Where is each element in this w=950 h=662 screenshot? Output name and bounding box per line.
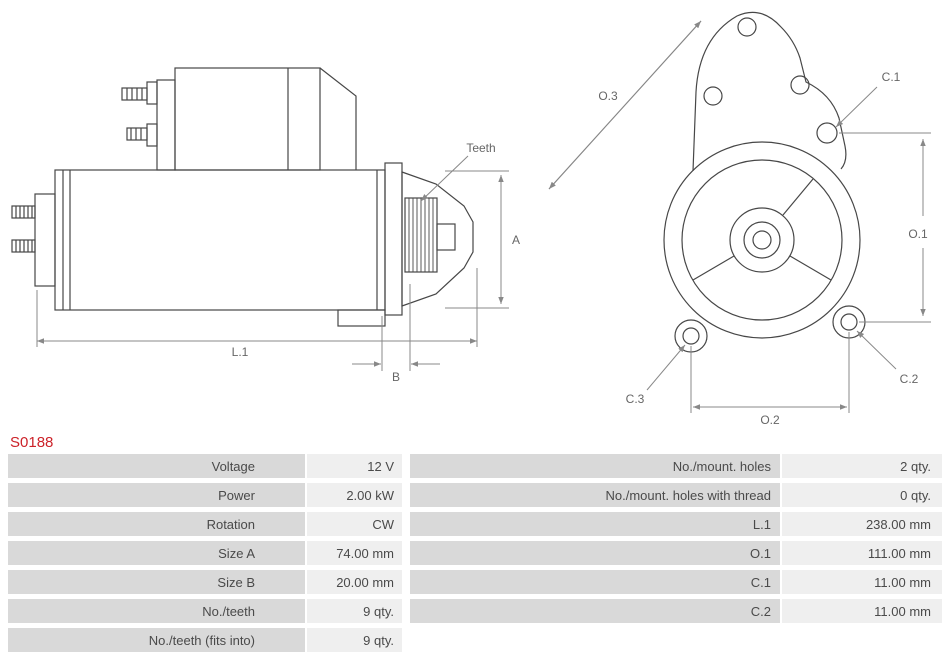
spec-row: O.1 111.00 mm bbox=[410, 541, 942, 565]
top-bracket-outline bbox=[692, 11, 847, 172]
spec-label: C.1 bbox=[410, 570, 780, 594]
hub-spokes bbox=[692, 178, 832, 281]
spec-row: C.2 11.00 mm bbox=[410, 599, 942, 623]
spec-label: L.1 bbox=[410, 512, 780, 536]
motor-body bbox=[34, 169, 386, 327]
spec-label: O.1 bbox=[410, 541, 780, 565]
spec-value: 11.00 mm bbox=[782, 570, 942, 594]
spec-label: No./teeth (fits into) bbox=[8, 628, 305, 652]
spec-label: Rotation bbox=[8, 512, 305, 536]
spec-table-right: No./mount. holes 2 qty. No./mount. holes… bbox=[410, 454, 942, 628]
spec-value: 74.00 mm bbox=[307, 541, 402, 565]
dim-label-b: B bbox=[392, 370, 400, 384]
front-view-dimensions bbox=[548, 20, 931, 413]
side-view-dimensions bbox=[36, 155, 509, 371]
mount-hole-c2 bbox=[840, 313, 858, 331]
spec-value: 0 qty. bbox=[782, 483, 942, 507]
dim-label-teeth: Teeth bbox=[466, 141, 495, 155]
spec-row: L.1 238.00 mm bbox=[410, 512, 942, 536]
spec-table-left: Voltage 12 V Power 2.00 kW Rotation CW S… bbox=[8, 454, 402, 657]
spec-value: 111.00 mm bbox=[782, 541, 942, 565]
dim-c1 bbox=[835, 86, 878, 128]
spec-value: 20.00 mm bbox=[307, 570, 402, 594]
spec-value: 2.00 kW bbox=[307, 483, 402, 507]
spec-row: No./mount. holes 2 qty. bbox=[410, 454, 942, 478]
dim-o2 bbox=[690, 332, 850, 413]
solenoid-body bbox=[156, 67, 357, 171]
spec-label: Size A bbox=[8, 541, 305, 565]
dim-o3 bbox=[548, 20, 702, 190]
spec-label: No./mount. holes bbox=[410, 454, 780, 478]
spec-tables: Voltage 12 V Power 2.00 kW Rotation CW S… bbox=[0, 454, 950, 657]
spec-value: CW bbox=[307, 512, 402, 536]
dim-c3 bbox=[646, 344, 686, 391]
front-view-drawing bbox=[663, 11, 866, 353]
dim-l1 bbox=[36, 268, 478, 347]
side-view-drawing bbox=[11, 67, 474, 327]
spec-row: C.1 11.00 mm bbox=[410, 570, 942, 594]
spec-value: 238.00 mm bbox=[782, 512, 942, 536]
dim-label-c2: C.2 bbox=[900, 372, 919, 386]
center-hub bbox=[729, 207, 795, 273]
dim-c2 bbox=[856, 330, 897, 370]
dim-label-c1: C.1 bbox=[882, 70, 901, 84]
diagram-area: Teeth A L.1 B bbox=[11, 11, 931, 427]
spec-row: No./teeth (fits into) 9 qty. bbox=[8, 628, 402, 652]
dim-label-o3: O.3 bbox=[598, 89, 618, 103]
dim-label-l1: L.1 bbox=[232, 345, 249, 359]
spec-value: 12 V bbox=[307, 454, 402, 478]
spec-row: No./teeth 9 qty. bbox=[8, 599, 402, 623]
spec-label: No./teeth bbox=[8, 599, 305, 623]
spec-value: 9 qty. bbox=[307, 628, 402, 652]
mount-hole-c1 bbox=[816, 122, 838, 144]
technical-drawing: Teeth A L.1 B bbox=[11, 11, 931, 427]
spec-row: Voltage 12 V bbox=[8, 454, 402, 478]
drive-end-housing bbox=[384, 162, 474, 316]
spec-value: 9 qty. bbox=[307, 599, 402, 623]
dim-label-o2: O.2 bbox=[760, 413, 780, 427]
spec-value: 11.00 mm bbox=[782, 599, 942, 623]
solenoid-terminal-studs bbox=[121, 81, 158, 147]
dim-a bbox=[445, 170, 509, 309]
spec-label: Voltage bbox=[8, 454, 305, 478]
spec-row: Rotation CW bbox=[8, 512, 402, 536]
spec-row: No./mount. holes with thread 0 qty. bbox=[410, 483, 942, 507]
top-center-hole bbox=[737, 17, 757, 37]
spec-row: Power 2.00 kW bbox=[8, 483, 402, 507]
spec-label: C.2 bbox=[410, 599, 780, 623]
spec-value: 2 qty. bbox=[782, 454, 942, 478]
part-number: S0188 bbox=[10, 434, 54, 451]
dim-o1 bbox=[839, 132, 931, 323]
flange-outer-circle bbox=[663, 141, 861, 339]
rear-terminal-studs bbox=[11, 205, 36, 253]
mount-hole-c3 bbox=[682, 327, 700, 345]
spec-row: Size A 74.00 mm bbox=[8, 541, 402, 565]
spec-label: Size B bbox=[8, 570, 305, 594]
upper-right-hole bbox=[790, 75, 810, 95]
dim-label-o1: O.1 bbox=[908, 227, 928, 241]
upper-left-hole bbox=[703, 86, 723, 106]
dim-label-c3: C.3 bbox=[626, 392, 645, 406]
spec-label: Power bbox=[8, 483, 305, 507]
dim-label-a: A bbox=[512, 233, 520, 247]
flange-inner-circle bbox=[681, 159, 843, 321]
spec-row: Size B 20.00 mm bbox=[8, 570, 402, 594]
spec-label: No./mount. holes with thread bbox=[410, 483, 780, 507]
dim-teeth bbox=[420, 155, 469, 202]
dim-b bbox=[352, 284, 440, 371]
